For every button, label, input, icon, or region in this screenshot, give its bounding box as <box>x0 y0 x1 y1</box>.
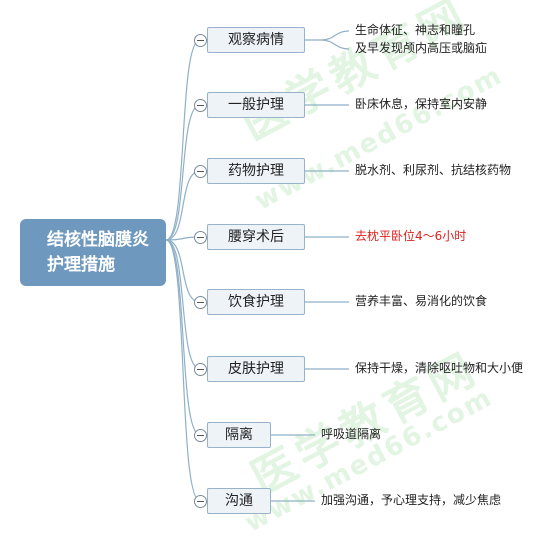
branch-detail: 保持干燥，清除呕吐物和大小便 <box>355 361 524 375</box>
branch-detail: 营养丰富、易消化的饮食 <box>355 294 488 308</box>
branch-node[interactable]: 腰穿术后 <box>207 224 305 250</box>
collapse-toggle-icon[interactable] <box>194 231 207 244</box>
branch-node[interactable]: 药物护理 <box>207 158 305 184</box>
branch-detail: 脱水剂、利尿剂、抗结核药物 <box>355 163 512 177</box>
branch-connector <box>165 239 201 303</box>
collapse-toggle-icon[interactable] <box>194 363 207 376</box>
branch-connector <box>165 239 201 370</box>
root-title-line2: 护理措施 <box>47 255 115 275</box>
branch-detail: 生命体征、神志和瞳孔 <box>355 23 476 37</box>
branch-node[interactable]: 沟通 <box>207 488 271 514</box>
branch-connector <box>165 104 201 241</box>
collapse-toggle-icon[interactable] <box>194 296 207 309</box>
branch-node[interactable]: 观察病情 <box>207 27 305 53</box>
branch-connector <box>165 170 201 241</box>
root-topic[interactable]: 结核性脑膜炎 护理措施 <box>20 219 166 286</box>
collapse-toggle-icon[interactable] <box>194 165 207 178</box>
collapse-toggle-icon[interactable] <box>194 99 207 112</box>
branch-node[interactable]: 饮食护理 <box>207 289 305 315</box>
branch-detail: 呼吸道隔离 <box>321 427 382 441</box>
branch-connector <box>165 239 201 502</box>
branch-detail: 及早发现颅内高压或脑疝 <box>355 41 488 55</box>
branch-node[interactable]: 隔离 <box>207 422 271 448</box>
branch-node[interactable]: 皮肤护理 <box>207 356 305 382</box>
collapse-toggle-icon[interactable] <box>194 34 207 47</box>
collapse-toggle-icon[interactable] <box>194 429 207 442</box>
branch-detail: 卧床休息，保持室内安静 <box>355 97 488 111</box>
branch-node[interactable]: 一般护理 <box>207 92 305 118</box>
collapse-toggle-icon[interactable] <box>194 495 207 508</box>
branch-connector <box>165 39 201 241</box>
branch-detail: 去枕平卧位4～6小时 <box>355 229 467 243</box>
root-title-line1: 结核性脑膜炎 <box>47 230 149 250</box>
branch-connector <box>165 239 201 436</box>
branch-detail: 加强沟通，予心理支持，减少焦虑 <box>321 493 502 507</box>
detail-connector <box>305 30 350 50</box>
